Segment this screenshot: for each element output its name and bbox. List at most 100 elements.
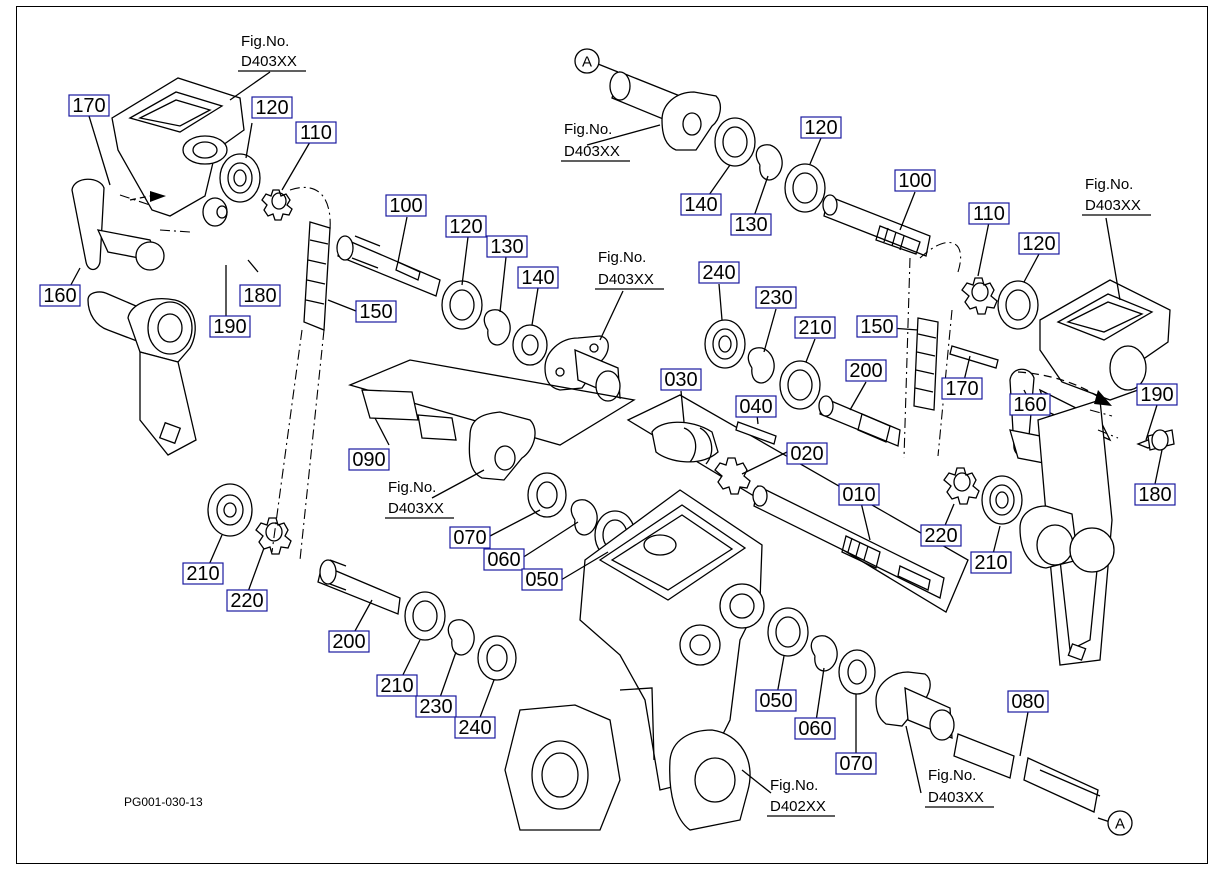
svg-text:130: 130 (490, 236, 523, 258)
svg-text:220: 220 (230, 590, 263, 612)
left-lower-assembly (207, 483, 517, 681)
fig-ref-label: Fig.No. (770, 777, 818, 794)
svg-text:200: 200 (332, 631, 365, 653)
fig-ref-label: Fig.No. (388, 479, 436, 496)
part-label-140[interactable]: 140 (517, 266, 559, 289)
part-label-210[interactable]: 210 (182, 562, 224, 585)
svg-text:110: 110 (300, 122, 332, 144)
part-label-010[interactable]: 010 (838, 483, 880, 506)
part-label-240[interactable]: 240 (698, 261, 740, 284)
svg-text:060: 060 (487, 549, 520, 571)
part-label-060[interactable]: 060 (483, 548, 525, 571)
svg-text:210: 210 (974, 552, 1007, 574)
connection-marker-a-bottom[interactable]: A (1107, 810, 1133, 836)
part-label-130[interactable]: 130 (730, 213, 772, 236)
svg-text:240: 240 (702, 262, 735, 284)
lower-right-group (767, 607, 1101, 813)
upper-left-shaft (336, 235, 621, 402)
part-label-220[interactable]: 220 (226, 589, 268, 612)
part-label-050[interactable]: 050 (755, 689, 797, 712)
part-label-210[interactable]: 210 (376, 674, 418, 697)
left-chain (271, 186, 331, 561)
svg-text:050: 050 (759, 690, 792, 712)
drawing-artwork (65, 63, 1175, 831)
fig-ref-center-left[interactable]: Fig.No. D403XX (385, 479, 454, 519)
svg-text:170: 170 (945, 378, 978, 400)
part-labels: 170 120 110 160 180 190 150 100 120 130 … (39, 94, 1178, 775)
svg-text:110: 110 (973, 203, 1005, 225)
part-label-230[interactable]: 230 (415, 695, 457, 718)
part-label-110[interactable]: 110 (295, 121, 337, 144)
fig-ref-upper-center[interactable]: Fig.No. D403XX (561, 121, 630, 162)
svg-text:060: 060 (798, 718, 831, 740)
central-gearbox-housing (504, 489, 765, 831)
part-label-240[interactable]: 240 (454, 716, 496, 739)
part-label-090[interactable]: 090 (348, 448, 390, 471)
part-label-040[interactable]: 040 (735, 395, 777, 418)
fig-ref-bottom-right[interactable]: Fig.No. D403XX (925, 767, 994, 808)
part-label-180[interactable]: 180 (239, 284, 281, 307)
part-label-070[interactable]: 070 (449, 526, 491, 549)
left-upper-housing (111, 77, 245, 227)
svg-text:030: 030 (664, 369, 697, 391)
fig-ref-bottom-center[interactable]: Fig.No. D402XX (767, 777, 835, 817)
part-label-200[interactable]: 200 (845, 359, 887, 382)
svg-text:120: 120 (255, 97, 288, 119)
svg-text:070: 070 (453, 527, 486, 549)
fig-ref-top-right[interactable]: Fig.No. D403XX (1082, 176, 1151, 216)
part-label-140[interactable]: 140 (680, 193, 722, 216)
part-label-180[interactable]: 180 (1134, 483, 1176, 506)
part-label-050[interactable]: 050 (521, 568, 563, 591)
part-label-160[interactable]: 160 (39, 284, 81, 307)
part-label-100[interactable]: 100 (894, 169, 936, 192)
part-label-200[interactable]: 200 (328, 630, 370, 653)
part-label-070[interactable]: 070 (835, 752, 877, 775)
svg-text:140: 140 (521, 267, 554, 289)
right-chain-gears (913, 277, 1039, 525)
part-label-230[interactable]: 230 (755, 286, 797, 309)
svg-text:160: 160 (43, 285, 76, 307)
part-label-150[interactable]: 150 (355, 300, 397, 323)
part-label-110[interactable]: 110 (968, 202, 1010, 225)
svg-text:080: 080 (1011, 691, 1044, 713)
svg-text:190: 190 (213, 316, 246, 338)
svg-text:210: 210 (798, 317, 831, 339)
part-label-120[interactable]: 120 (1018, 232, 1060, 255)
connection-marker-a-top[interactable]: A (574, 48, 600, 74)
part-label-100[interactable]: 100 (385, 194, 427, 217)
part-label-160[interactable]: 160 (1009, 393, 1051, 416)
svg-text:160: 160 (1013, 394, 1046, 416)
left-lever-and-housing (71, 178, 197, 456)
fig-ref-label: Fig.No. (1085, 176, 1133, 193)
part-label-150[interactable]: 150 (856, 315, 898, 338)
part-label-170[interactable]: 170 (68, 94, 110, 117)
part-label-210[interactable]: 210 (794, 316, 836, 339)
left-upper-bearing-gear (219, 153, 293, 221)
part-label-190[interactable]: 190 (209, 315, 251, 338)
part-label-130[interactable]: 130 (486, 235, 528, 258)
part-label-120[interactable]: 120 (251, 96, 293, 119)
fig-ref-code: D403XX (928, 789, 984, 806)
svg-text:020: 020 (790, 443, 823, 465)
fig-ref-code: D403XX (388, 500, 444, 517)
part-label-080[interactable]: 080 (1007, 690, 1049, 713)
svg-text:230: 230 (759, 287, 792, 309)
fig-ref-code: D403XX (241, 53, 297, 70)
upper-right-group (609, 71, 962, 459)
part-label-060[interactable]: 060 (794, 717, 836, 740)
center-shaft-010 (626, 394, 969, 613)
part-label-210[interactable]: 210 (970, 551, 1012, 574)
part-label-190[interactable]: 190 (1136, 383, 1178, 406)
part-label-120[interactable]: 120 (800, 116, 842, 139)
right-housing (949, 279, 1175, 666)
part-label-120[interactable]: 120 (445, 215, 487, 238)
svg-text:010: 010 (842, 484, 875, 506)
part-label-220[interactable]: 220 (920, 524, 962, 547)
part-label-170[interactable]: 170 (941, 377, 983, 400)
svg-text:120: 120 (449, 216, 482, 238)
fig-ref-top-left[interactable]: Fig.No. D403XX (238, 33, 306, 72)
fig-ref-label: Fig.No. (241, 33, 289, 50)
part-label-030[interactable]: 030 (660, 368, 702, 391)
fig-ref-center[interactable]: Fig.No. D403XX (595, 249, 664, 290)
part-label-020[interactable]: 020 (786, 442, 828, 465)
